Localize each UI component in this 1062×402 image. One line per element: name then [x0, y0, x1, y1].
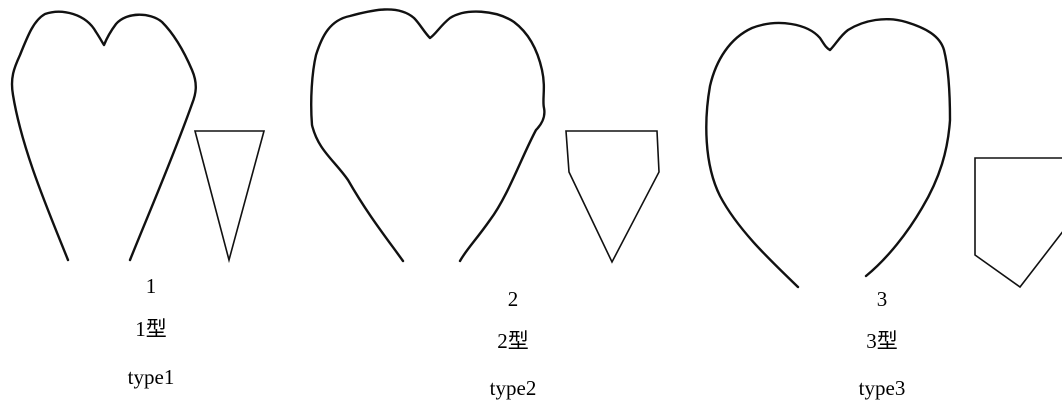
- figure-type-zh-1: 1型: [91, 319, 211, 340]
- figure-number-1: 1: [91, 276, 211, 297]
- petal-outline-type3: [706, 19, 950, 287]
- pointed-pentagon-type2: [566, 131, 659, 262]
- figure-type2: [311, 9, 659, 262]
- figure-type1: [12, 12, 264, 260]
- figure-type-zh-3: 3型: [822, 331, 942, 352]
- inverted-triangle-type1: [195, 131, 264, 260]
- figure-type-zh-2: 2型: [453, 331, 573, 352]
- figure-number-3: 3: [822, 289, 942, 310]
- figure-type-en-3: type3: [822, 378, 942, 399]
- figure-type-en-1: type1: [91, 367, 211, 388]
- figure-number-2: 2: [453, 289, 573, 310]
- figure-type3: [706, 19, 1062, 287]
- pointed-pentagon-type3: [975, 158, 1062, 287]
- figure-type-en-2: type2: [453, 378, 573, 399]
- petal-outline-type1: [12, 12, 196, 260]
- petal-outline-type2: [311, 9, 544, 261]
